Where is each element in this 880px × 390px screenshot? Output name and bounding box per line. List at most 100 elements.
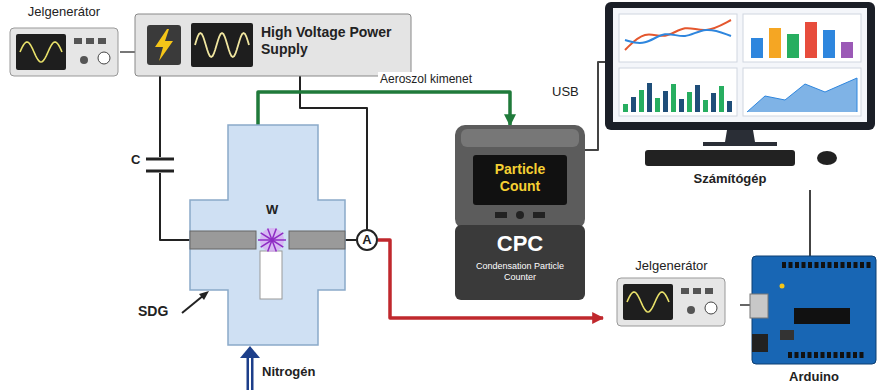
electrode	[289, 231, 345, 249]
signal-generator: Jelgenerátor	[8, 0, 120, 78]
device-knob	[98, 52, 110, 64]
ammeter: A	[356, 229, 378, 251]
device-lid	[461, 129, 579, 147]
mouse	[817, 151, 837, 165]
node-label: A	[356, 232, 378, 248]
header-pin	[795, 352, 799, 358]
spark	[261, 240, 272, 247]
chart-bar	[805, 22, 817, 58]
hv-wire	[345, 239, 356, 241]
chart-bar	[695, 85, 700, 112]
device-button	[693, 288, 701, 294]
device-body	[135, 14, 411, 76]
header-pin	[828, 262, 832, 268]
header-pin	[808, 352, 812, 358]
chart-bar	[647, 83, 652, 112]
usb-cable	[585, 62, 605, 150]
chart-bar	[679, 99, 684, 112]
header-pin	[867, 262, 871, 268]
header-pin	[827, 352, 831, 358]
ammeter-circle	[357, 230, 377, 250]
electrode-label: W	[266, 202, 278, 218]
header-pin	[821, 262, 825, 268]
device-body	[455, 125, 585, 229]
header-pin	[782, 262, 786, 268]
chart-bar	[639, 90, 644, 112]
computer: Számítógép	[605, 0, 875, 190]
chart-line	[625, 20, 731, 50]
device-button	[681, 288, 689, 294]
header-pin	[847, 352, 851, 358]
capacitor-plate	[146, 170, 174, 173]
header-pin	[802, 262, 806, 268]
chart-bar	[719, 86, 724, 112]
header-pin	[815, 262, 819, 268]
node-sublabel: CPC	[455, 231, 585, 257]
arduino-board: Arduino	[752, 256, 876, 388]
chamber-body	[190, 125, 345, 345]
waveform	[627, 292, 669, 312]
chart-bar	[787, 34, 799, 58]
monitor-frame	[605, 2, 875, 130]
chart-bar	[687, 92, 692, 112]
header-pin	[795, 262, 799, 268]
header-pin	[801, 352, 805, 358]
node-label: Particle Count	[473, 161, 567, 195]
device-body	[617, 278, 725, 326]
device-knob	[705, 302, 717, 314]
chart-bar	[727, 101, 732, 112]
header-pin	[853, 352, 857, 358]
chart-bar	[751, 38, 763, 58]
node-label: Jelgenerátor	[8, 4, 120, 20]
device-screen	[191, 23, 253, 67]
header-pin	[814, 352, 818, 358]
header-pin	[854, 262, 858, 268]
header-pin	[834, 262, 838, 268]
device-knob	[687, 306, 695, 314]
capacitor-label: C	[131, 152, 140, 168]
waveform	[20, 42, 62, 62]
keyboard	[645, 150, 795, 166]
aerosol-line	[258, 92, 510, 125]
power-jack	[752, 334, 768, 352]
device-button	[98, 38, 106, 44]
device-button	[516, 211, 524, 219]
chart-panel	[743, 68, 861, 116]
power-supply-box: High Voltage Power Supply	[135, 14, 411, 76]
chip	[780, 330, 794, 340]
chart-panel	[619, 68, 737, 116]
nitrogen-arrow-core	[249, 358, 251, 390]
header-pin	[808, 262, 812, 268]
header-pin	[789, 262, 793, 268]
device-button	[533, 212, 545, 218]
device-body	[10, 28, 118, 76]
led	[780, 284, 785, 289]
leader-arrowhead	[199, 291, 209, 300]
chart-bar	[769, 28, 781, 58]
nitrogen-arrowhead	[240, 346, 260, 358]
spark-discharge-generator: SDG	[190, 125, 345, 345]
capacitor-gap	[144, 157, 176, 173]
waveform	[195, 33, 249, 57]
node-label: High Voltage Power Supply	[261, 24, 405, 58]
chart-bar	[631, 97, 636, 112]
chart-bar	[671, 84, 676, 112]
usb-cable	[809, 190, 811, 256]
electrode	[190, 231, 256, 249]
illustration	[190, 125, 345, 345]
edge-label: Aeroszol kimenet	[378, 72, 474, 86]
board	[752, 256, 876, 364]
chart-bar	[703, 100, 708, 112]
device-knob	[80, 56, 88, 64]
hv-icon	[147, 25, 181, 65]
header-pin	[834, 352, 838, 358]
device-button	[495, 212, 507, 218]
usb-port	[750, 294, 768, 318]
header-pin	[847, 262, 851, 268]
device-screen	[16, 34, 66, 70]
spark	[272, 233, 283, 240]
header-pin	[860, 352, 864, 358]
node-label: Jelgenerátor	[603, 258, 740, 274]
capacitor-plate	[146, 158, 174, 161]
